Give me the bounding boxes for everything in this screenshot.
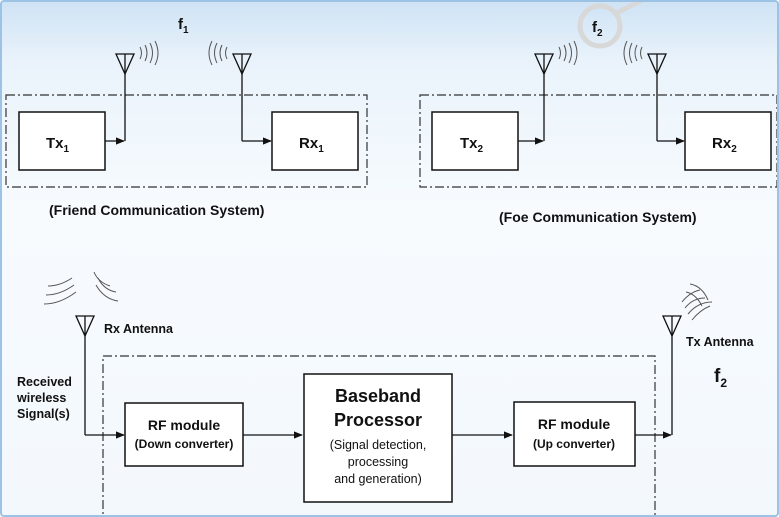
magnifier-watermark-icon (577, 2, 644, 49)
foe-rx-label: Rx2 (712, 135, 737, 155)
jammer-tx-antenna-icon (661, 315, 683, 435)
friend-rx-antenna-icon (231, 53, 253, 141)
rf-down-subtitle: (Down converter) (135, 437, 234, 451)
foe-rx-radiation-icon (623, 40, 643, 66)
rf-down-title: RF module (148, 417, 221, 433)
friend-tx-radiation-icon (139, 40, 159, 66)
foe-frequency-label: f2 (592, 19, 603, 39)
baseband-title-1: Baseband (335, 386, 421, 406)
friend-rx-radiation-icon (208, 40, 228, 66)
rf-up-subtitle: (Up converter) (533, 437, 615, 451)
friend-caption: (Friend Communication System) (49, 202, 264, 218)
baseband-desc-3: and generation) (334, 472, 422, 486)
rf-up-title: RF module (538, 416, 611, 432)
friend-rx-label: Rx1 (299, 135, 324, 155)
rf-up-converter-box (513, 401, 636, 467)
jammer-tx-frequency-label: f2 (714, 366, 727, 390)
baseband-desc-2: processing (348, 455, 408, 469)
received-signal-label-3: Signal(s) (17, 407, 70, 421)
foe-tx-label: Tx2 (460, 135, 484, 155)
rf-down-converter-box (124, 402, 244, 467)
friend-tx-antenna-icon (114, 53, 136, 141)
jammer-tx-radiation-icon (681, 283, 713, 321)
rx-antenna-label: Rx Antenna (104, 322, 174, 336)
jammer-rx-radiation-icon (43, 271, 119, 305)
friend-rx-box (271, 111, 359, 171)
friend-frequency-label: f1 (178, 16, 189, 36)
baseband-desc-1: (Signal detection, (330, 438, 427, 452)
foe-system-boundary (419, 94, 777, 188)
baseband-processor-box (303, 373, 453, 503)
received-signal-label-1: Received (17, 375, 72, 389)
foe-caption: (Foe Communication System) (499, 209, 697, 225)
foe-rx-antenna-icon (646, 53, 668, 141)
friend-tx-label: Tx1 (46, 135, 70, 155)
friend-system-boundary (5, 94, 368, 188)
jammer-rx-antenna-icon (74, 315, 96, 435)
friend-tx-box (18, 111, 106, 171)
jammer-system-boundary (102, 355, 656, 515)
foe-tx-antenna-icon (533, 53, 555, 141)
foe-tx-radiation-icon (558, 40, 578, 66)
received-signal-label-2: wireless (16, 391, 66, 405)
foe-rx-box (684, 111, 772, 171)
tx-antenna-label: Tx Antenna (686, 335, 755, 349)
baseband-title-2: Processor (334, 410, 422, 430)
